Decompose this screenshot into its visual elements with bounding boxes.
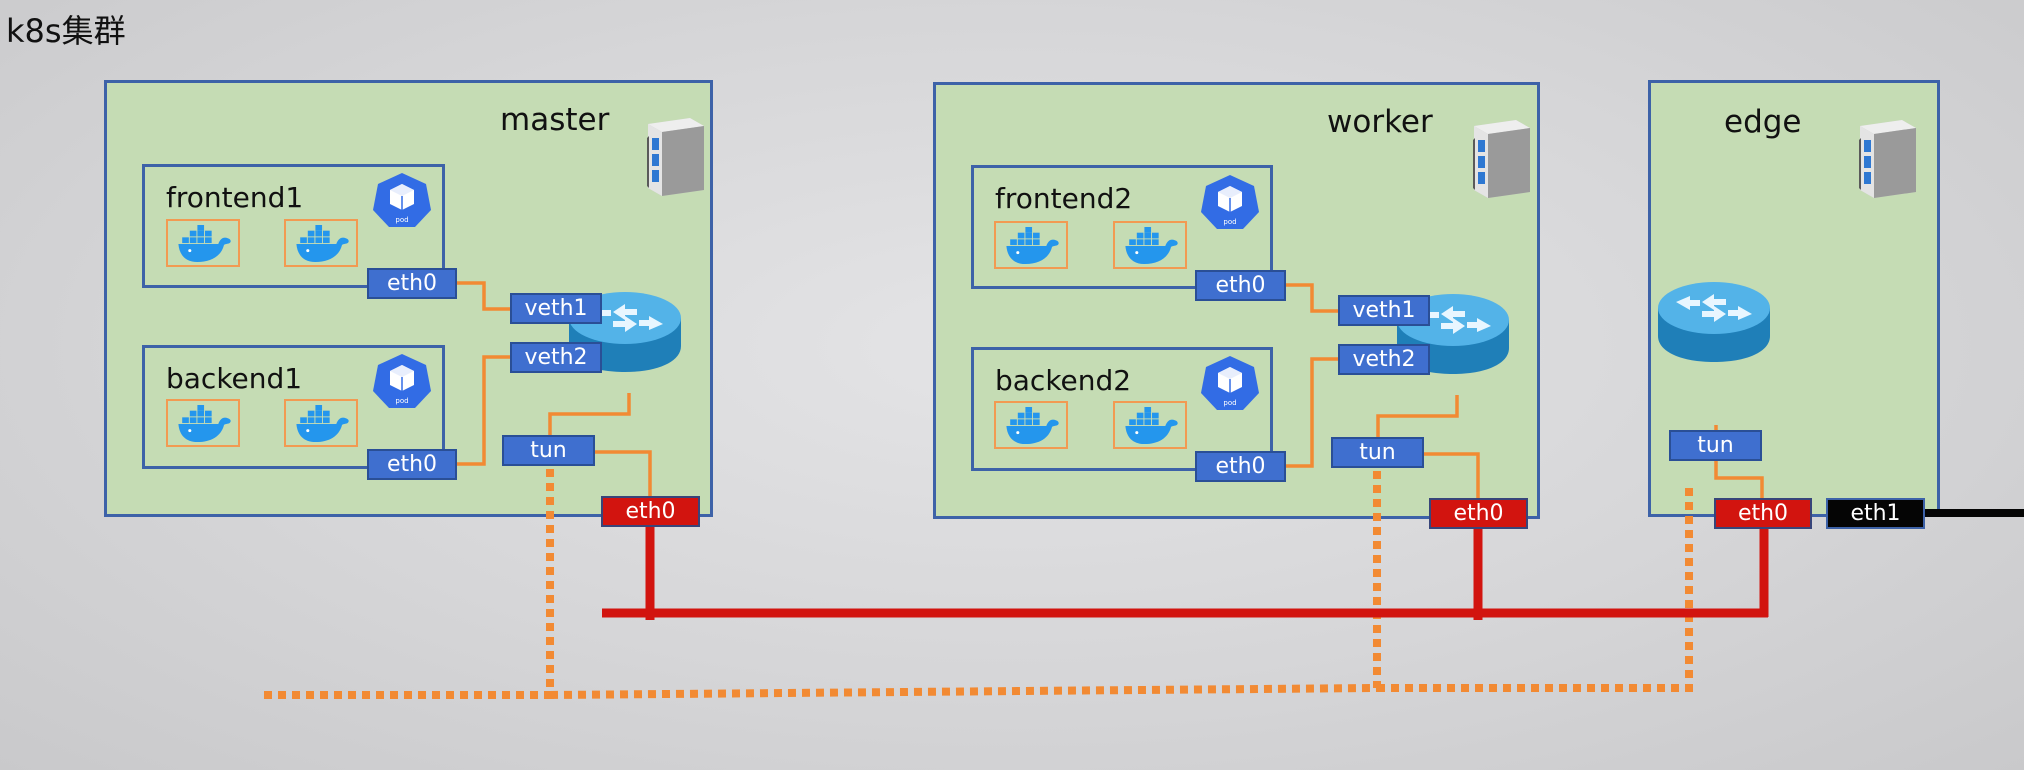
container-icon (284, 399, 358, 447)
edge-tun-eth0-link (1714, 461, 1764, 498)
backend1-pod-label: backend1 (166, 362, 303, 395)
diagram-title: k8s集群 (6, 12, 126, 50)
backend1-pod: backend1 (142, 345, 445, 469)
worker-backend-link (1286, 357, 1338, 468)
master-veth2: veth2 (510, 342, 602, 373)
master-eth0: eth0 (601, 496, 700, 527)
container-icon (1113, 221, 1187, 269)
master-tun: tun (502, 435, 595, 466)
frontend2-pod: frontend2 (971, 165, 1273, 289)
frontend1-pod: frontend1 (142, 164, 445, 288)
worker-veth2: veth2 (1338, 344, 1430, 375)
backend1-eth0: eth0 (367, 449, 457, 480)
edge-eth0: eth0 (1714, 498, 1812, 529)
master-router-tun-link (548, 393, 631, 435)
worker-tun: tun (1331, 437, 1424, 468)
frontend2-eth0: eth0 (1195, 270, 1286, 301)
backend2-eth0: eth0 (1195, 451, 1286, 482)
tunnel-link (264, 468, 554, 699)
container-icon (1113, 401, 1187, 449)
container-icon (166, 219, 240, 267)
backend2-pod-label: backend2 (995, 364, 1132, 397)
container-icon (994, 221, 1068, 269)
frontend2-pod-label: frontend2 (995, 182, 1133, 215)
worker-router-tun-link (1376, 395, 1459, 437)
master-tun-eth0-link (595, 450, 652, 496)
backend2-pod: backend2 (971, 347, 1273, 471)
worker-tun-eth0-link (1424, 452, 1480, 498)
frontend1-pod-label: frontend1 (166, 181, 304, 214)
container-icon (284, 219, 358, 267)
worker-node-label: worker (1327, 104, 1433, 140)
worker-eth0: eth0 (1429, 498, 1528, 529)
edge-node-label: edge (1724, 104, 1802, 140)
edge-tun: tun (1669, 430, 1762, 461)
container-icon (994, 401, 1068, 449)
container-icon (166, 399, 240, 447)
worker-frontend-link (1286, 283, 1338, 313)
tunnel-link (1377, 484, 1693, 692)
master-backend-link (457, 355, 510, 466)
master-veth1: veth1 (510, 293, 602, 324)
edge-eth1: eth1 (1826, 498, 1925, 529)
master-node-label: master (500, 102, 610, 138)
frontend1-eth0: eth0 (367, 268, 457, 299)
worker-veth1: veth1 (1338, 295, 1430, 326)
master-frontend-link (457, 281, 510, 311)
